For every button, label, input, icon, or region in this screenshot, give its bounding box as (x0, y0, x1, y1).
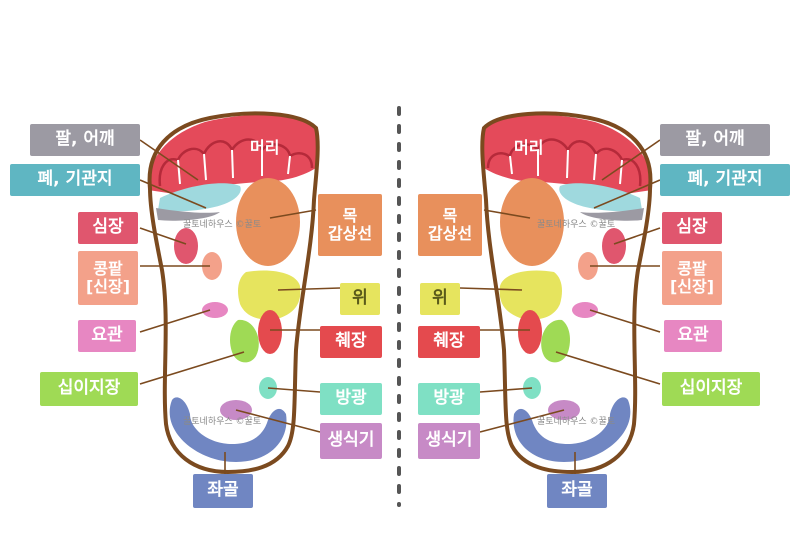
right-foot (459, 111, 661, 475)
label-stomach-right: 위 (420, 283, 460, 315)
watermark: 꿀토네하우스 ©꿀토 (183, 417, 262, 427)
label-pancreas: 췌장 (320, 326, 382, 358)
kidney-zone (202, 252, 222, 280)
label-neck-right-line2: 갑상선 (427, 224, 473, 243)
pancreas-zone (258, 310, 282, 354)
label-arm-shoulder: 팔, 어깨 (30, 124, 140, 156)
label-kidney-line2: [신장] (85, 277, 131, 296)
label-ureter-right: 요관 (664, 320, 722, 352)
label-neck-right-line1: 목 (442, 205, 458, 225)
label-neck-thyroid-right: 목 갑상선 (418, 194, 482, 256)
label-pancreas-right: 췌장 (418, 326, 480, 358)
label-sciatic-right: 좌골 (547, 474, 607, 508)
label-kidney-right-line2: [신장] (669, 277, 715, 296)
label-neck-thyroid: 목 갑상선 (318, 194, 382, 256)
label-duodenum: 십이지장 (40, 372, 138, 406)
label-kidney-right: 콩팥 [신장] (662, 251, 722, 305)
label-ureter: 요관 (78, 320, 136, 352)
label-heart-right: 심장 (662, 212, 722, 244)
lung-zone (158, 183, 241, 212)
label-kidney-line1: 콩팥 (93, 258, 123, 278)
label-arm-shoulder-right: 팔, 어깨 (660, 124, 770, 156)
label-genitals-right: 생식기 (418, 423, 480, 459)
label-lung-bronchus-right: 폐, 기관지 (660, 164, 790, 196)
foot-outline (147, 111, 320, 475)
thyroid-zone (236, 178, 300, 266)
label-duodenum-right: 십이지장 (662, 372, 760, 406)
label-kidney: 콩팥 [신장] (78, 251, 138, 305)
watermark: 꿀토네하우스 ©꿀토 (537, 220, 616, 230)
label-stomach: 위 (340, 283, 380, 315)
duodenum-zone (230, 319, 259, 363)
stomach-zone (238, 270, 301, 320)
label-neck-line1: 목 (342, 205, 358, 225)
label-sciatic: 좌골 (193, 474, 253, 508)
label-bladder-right: 방광 (418, 383, 480, 415)
left-foot (139, 111, 341, 475)
watermark: 꿀토네하우스 ©꿀토 (537, 417, 616, 427)
label-lung-bronchus: 폐, 기관지 (10, 164, 140, 196)
head-label-right: 머리 (514, 138, 544, 157)
ureter-zone (202, 302, 228, 318)
label-heart: 심장 (78, 212, 138, 244)
label-genitals: 생식기 (320, 423, 382, 459)
head-label-left: 머리 (250, 138, 280, 157)
label-kidney-right-line1: 콩팥 (677, 258, 707, 278)
label-neck-line2: 갑상선 (327, 224, 373, 243)
heart-zone (174, 228, 198, 264)
sciatic-zone (169, 397, 287, 462)
watermark: 꿀토네하우스 ©꿀토 (183, 220, 262, 230)
label-bladder: 방광 (320, 383, 382, 415)
